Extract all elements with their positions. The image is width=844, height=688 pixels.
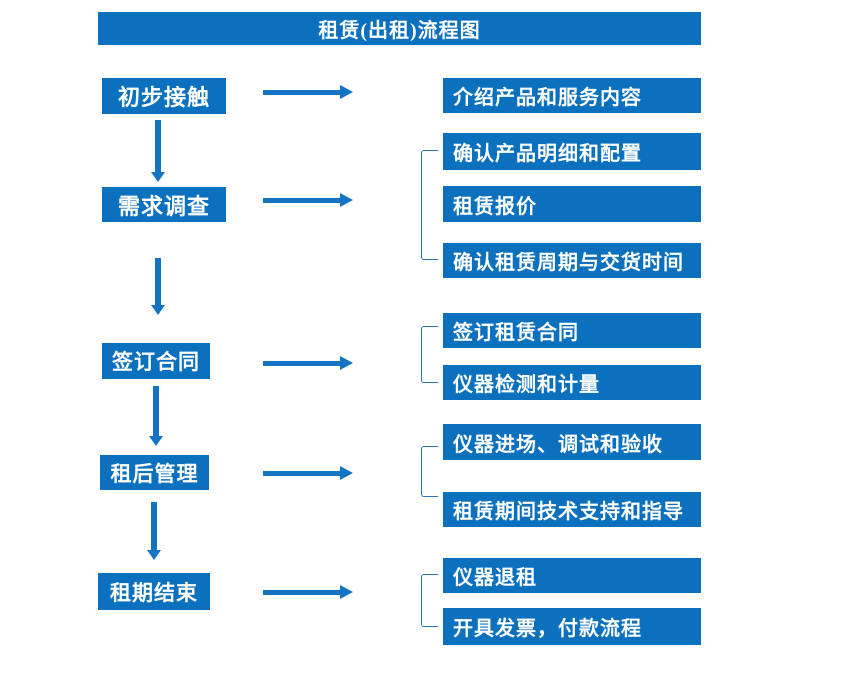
right-arrow-5 bbox=[263, 585, 353, 599]
right-arrow-head bbox=[340, 585, 353, 599]
detail-box-confirm-period: 确认租赁周期与交货时间 bbox=[443, 243, 701, 278]
step-box-demand-survey: 需求调查 bbox=[102, 187, 226, 222]
step-box-post-rental-mgmt: 租后管理 bbox=[100, 455, 209, 490]
flowchart-title: 租赁(出租)流程图 bbox=[98, 12, 701, 45]
right-arrow-3 bbox=[263, 356, 353, 370]
right-arrow-head bbox=[340, 466, 353, 480]
detail-box-instrument-return: 仪器退租 bbox=[443, 558, 701, 593]
down-arrow-shaft bbox=[155, 120, 161, 172]
group-bracket-demand-survey bbox=[421, 150, 438, 260]
detail-box-invoice-payment: 开具发票，付款流程 bbox=[443, 608, 701, 645]
detail-box-instrument-testing: 仪器检测和计量 bbox=[443, 365, 701, 400]
group-bracket-sign-contract bbox=[421, 326, 438, 383]
detail-box-sign-rental-contract: 签订租赁合同 bbox=[443, 313, 701, 348]
down-arrow-head bbox=[151, 172, 165, 182]
right-arrow-shaft bbox=[263, 90, 341, 95]
right-arrow-shaft bbox=[263, 590, 341, 595]
group-bracket-post-rental-mgmt bbox=[421, 446, 438, 497]
detail-box-rental-quote: 租赁报价 bbox=[443, 186, 701, 222]
right-arrow-2 bbox=[263, 193, 353, 207]
right-arrow-shaft bbox=[263, 471, 341, 476]
right-arrow-shaft bbox=[263, 361, 341, 366]
right-arrow-head bbox=[340, 193, 353, 207]
down-arrow-shaft bbox=[153, 386, 159, 436]
right-arrow-head bbox=[340, 356, 353, 370]
down-arrow-head bbox=[149, 436, 163, 446]
step-box-rental-end: 租期结束 bbox=[98, 573, 210, 610]
down-arrow-shaft bbox=[151, 502, 157, 550]
detail-box-instrument-setup: 仪器进场、调试和验收 bbox=[443, 424, 701, 460]
down-arrow-head bbox=[151, 305, 165, 315]
detail-box-confirm-details: 确认产品明细和配置 bbox=[443, 133, 701, 170]
group-bracket-rental-end bbox=[421, 574, 438, 627]
step-box-sign-contract: 签订合同 bbox=[102, 343, 210, 379]
right-arrow-4 bbox=[263, 466, 353, 480]
down-arrow-head bbox=[147, 550, 161, 560]
down-arrow-shaft bbox=[155, 258, 161, 305]
step-box-initial-contact: 初步接触 bbox=[102, 78, 226, 114]
detail-box-intro-products: 介绍产品和服务内容 bbox=[443, 78, 701, 113]
right-arrow-shaft bbox=[263, 198, 341, 203]
right-arrow-head bbox=[340, 85, 353, 99]
detail-box-tech-support: 租赁期间技术支持和指导 bbox=[443, 492, 701, 527]
right-arrow-1 bbox=[263, 85, 353, 99]
